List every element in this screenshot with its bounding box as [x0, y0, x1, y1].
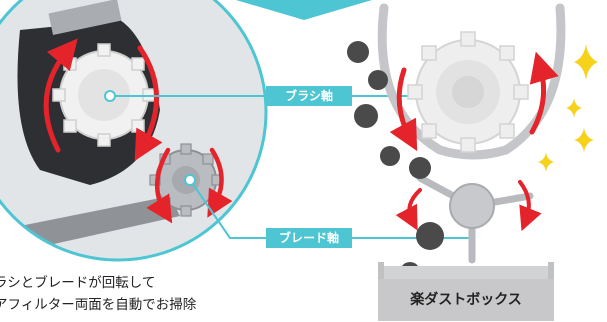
rotation-arrow-schematic-3 [395, 188, 422, 231]
dust-clump [409, 157, 431, 179]
caption-line-2: アフィルター両面を自動でお掃除 [0, 297, 197, 313]
housing-outline [377, 3, 566, 160]
sparkles [538, 44, 598, 172]
rotation-arrow-zoom-3 [146, 147, 173, 224]
sparkle-icon [538, 152, 554, 172]
rotation-arrow-zoom-1 [43, 38, 78, 153]
brush-axis-label: ブラシ軸 [266, 86, 352, 106]
caption-line-1: ラシとブレードが回転して [0, 275, 156, 291]
dust-clumps [347, 41, 444, 282]
dust-clump [354, 104, 378, 128]
sparkle-icon [566, 98, 582, 118]
dust-clump [380, 146, 400, 166]
sparkle-icon [574, 44, 598, 80]
blade-schematic [416, 174, 534, 264]
rotation-arrow-zoom-4 [207, 147, 233, 218]
caption: ラシとブレードが回転して アフィルター両面を自動でお掃除 [0, 272, 324, 316]
dust-clump [347, 41, 369, 63]
brush-gear [52, 43, 156, 147]
rotation-arrow-schematic-4 [518, 180, 542, 232]
rotation-arrow-schematic-2 [529, 51, 559, 135]
blade-axis-label: ブレード軸 [266, 228, 352, 248]
rotation-arrow-schematic-1 [389, 67, 418, 152]
sparkle-icon [574, 128, 594, 152]
dust-box-label: 楽ダストボックス [378, 279, 554, 321]
brush-gear-schematic [407, 31, 529, 153]
top-pointer-arrow [236, 0, 372, 20]
dust-clump [368, 70, 388, 90]
dust-clump [416, 222, 444, 250]
dust-box-tray [378, 262, 554, 282]
filter-mesh [48, 0, 122, 36]
